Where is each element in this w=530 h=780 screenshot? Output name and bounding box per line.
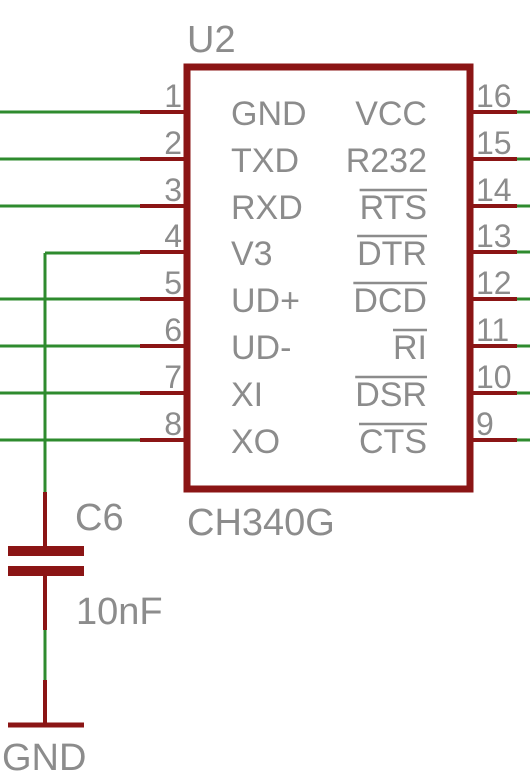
- pin-name: RTS: [360, 189, 427, 227]
- pin-name: VCC: [355, 95, 427, 133]
- pin-8: 8 XO: [0, 406, 280, 461]
- pin-name: UD+: [231, 282, 300, 320]
- pin-15: 15 R232: [346, 125, 530, 180]
- pin-number: 11: [476, 312, 509, 348]
- net-wires: [43, 251, 140, 680]
- v3-net-wire: [43, 251, 140, 492]
- pin-number: 10: [476, 359, 512, 395]
- pin-number: 7: [164, 359, 182, 395]
- pin-name: GND: [231, 95, 307, 133]
- pin-number: 14: [476, 172, 512, 208]
- pin-7: 7 XI: [0, 359, 263, 414]
- pin-10: 10 DSR: [355, 359, 530, 414]
- pin-2: 2 TXD: [0, 125, 299, 180]
- pin-name: R232: [346, 142, 427, 180]
- pin-number: 15: [476, 125, 512, 161]
- pin-number: 6: [164, 312, 182, 348]
- pin-16: 16 VCC: [355, 78, 530, 133]
- pin-name: XI: [231, 376, 263, 414]
- pin-number: 8: [164, 406, 182, 442]
- pin-6: 6 UD-: [0, 312, 291, 367]
- pin-number: 13: [476, 218, 512, 254]
- pin-name: CTS: [359, 423, 427, 461]
- pin-name: UD-: [231, 329, 291, 367]
- pin-5: 5 UD+: [0, 265, 300, 320]
- pin-4: 4 V3: [140, 218, 273, 273]
- pin-name: TXD: [231, 142, 299, 180]
- pin-9: 9 CTS: [359, 406, 530, 461]
- pin-name: DCD: [353, 282, 427, 320]
- cap-designator: C6: [75, 497, 124, 539]
- right-pins-group: 16 VCC 15 R232 14 RTS 13 DTR 12 DCD 11 RI 10 DSR 9 CTS: [346, 78, 530, 461]
- pin-name: RI: [393, 329, 427, 367]
- pin-1: 1 GND: [0, 78, 307, 133]
- chip-part-number: CH340G: [187, 502, 335, 544]
- chip-u2: 1 GND 2 TXD 3 RXD 4 V3 5 UD+ 6 UD- 7 XI 8 XO 16 VCC 15 R23…: [0, 19, 530, 544]
- pin-14: 14 RTS: [359, 172, 530, 227]
- pin-number: 12: [476, 265, 512, 301]
- pin-name: DSR: [355, 376, 427, 414]
- pin-12: 12 DCD: [353, 265, 530, 320]
- pin-13: 13 DTR: [357, 218, 530, 273]
- left-pins-group: 1 GND 2 TXD 3 RXD 4 V3 5 UD+ 6 UD- 7 XI 8 XO: [0, 78, 307, 461]
- pin-3: 3 RXD: [0, 172, 303, 227]
- cap-plate-bottom: [8, 566, 84, 576]
- capacitor-c6: C6 10nF: [8, 492, 163, 633]
- pin-number: 3: [164, 172, 182, 208]
- chip-designator: U2: [187, 19, 236, 61]
- gnd-label: GND: [2, 737, 86, 779]
- pin-number: 16: [476, 78, 512, 114]
- cap-value: 10nF: [76, 591, 163, 633]
- pin-11: 11 RI: [393, 312, 530, 367]
- chip-body: [183, 63, 474, 493]
- pin-number: 9: [476, 406, 494, 442]
- pin-number: 2: [164, 125, 182, 161]
- pin-number: 5: [164, 265, 182, 301]
- pin-name: XO: [231, 423, 280, 461]
- pin-number: 4: [164, 218, 182, 254]
- pin-number: 1: [164, 78, 182, 114]
- pin-name: V3: [231, 235, 273, 273]
- pin-name: DTR: [357, 235, 427, 273]
- ground-symbol: GND: [2, 680, 86, 779]
- pin-name: RXD: [231, 189, 303, 227]
- cap-plate-top: [8, 546, 84, 556]
